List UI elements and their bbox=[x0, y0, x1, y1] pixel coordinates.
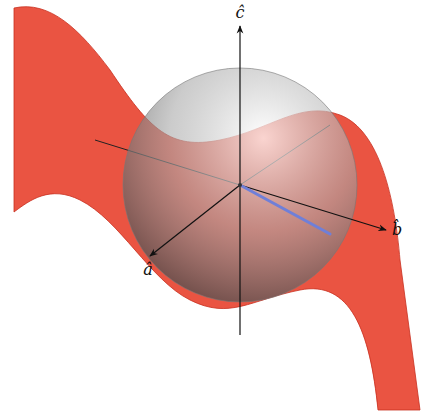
axis-label: â bbox=[143, 262, 153, 278]
c-axis bbox=[239, 26, 240, 335]
origin bbox=[238, 183, 242, 187]
red-surface bbox=[14, 7, 420, 410]
a-axis bbox=[150, 185, 240, 256]
axis-label: b̂ bbox=[392, 222, 402, 238]
axis-label: ĉ bbox=[236, 5, 245, 21]
vector bbox=[240, 185, 330, 234]
